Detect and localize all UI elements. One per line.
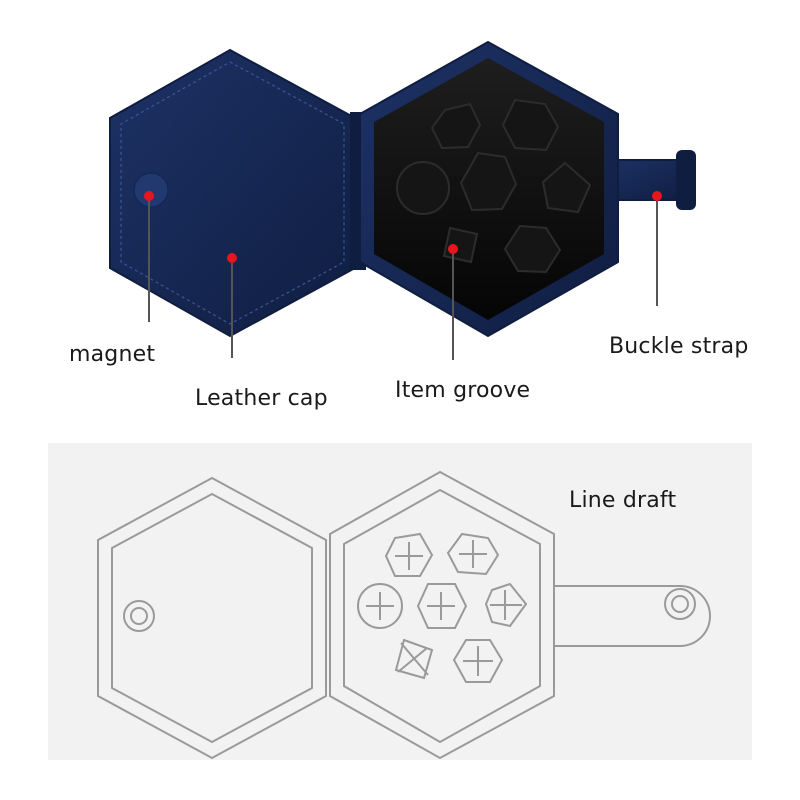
marker-leather-cap bbox=[227, 253, 237, 263]
groove-hexagon-4 bbox=[503, 224, 562, 274]
groove-d4 bbox=[541, 161, 592, 214]
draft-strap bbox=[553, 585, 711, 647]
label-leather-cap: Leather cap bbox=[195, 386, 328, 411]
callout-lines bbox=[148, 196, 658, 360]
line-draft-panel bbox=[48, 443, 752, 760]
buckle-strap bbox=[599, 150, 696, 210]
groove-hexagon-2 bbox=[501, 98, 560, 152]
item-grooves bbox=[396, 98, 592, 274]
draft-tray-inner bbox=[343, 488, 541, 744]
marker-dots bbox=[144, 191, 662, 263]
draft-grooves bbox=[357, 532, 528, 683]
draft-tray-outer bbox=[329, 470, 555, 760]
groove-square bbox=[442, 226, 479, 264]
magnet-bump bbox=[133, 172, 169, 208]
label-line-draft: Line draft bbox=[569, 488, 677, 513]
label-buckle-strap: Buckle strap bbox=[609, 334, 749, 359]
groove-circle bbox=[396, 161, 450, 215]
marker-buckle-strap bbox=[652, 191, 662, 201]
draft-cap-outer bbox=[97, 476, 327, 760]
draft-cap-inner bbox=[111, 492, 313, 744]
line-draft-drawing bbox=[97, 470, 711, 760]
leather-cap-stitching bbox=[120, 61, 345, 325]
leather-case-photo bbox=[109, 40, 696, 338]
draft-strap-ring-inner bbox=[671, 595, 689, 613]
groove-hexagon-3 bbox=[459, 151, 518, 212]
groove-hexagon-1 bbox=[430, 102, 482, 150]
label-magnet: magnet bbox=[69, 342, 156, 367]
marker-magnet bbox=[144, 191, 154, 201]
label-item-groove: Item groove bbox=[395, 378, 531, 403]
marker-item-groove bbox=[448, 244, 458, 254]
draft-magnet-inner bbox=[130, 607, 148, 625]
draft-magnet-outer bbox=[123, 600, 155, 632]
draft-strap-ring-outer bbox=[664, 588, 696, 620]
